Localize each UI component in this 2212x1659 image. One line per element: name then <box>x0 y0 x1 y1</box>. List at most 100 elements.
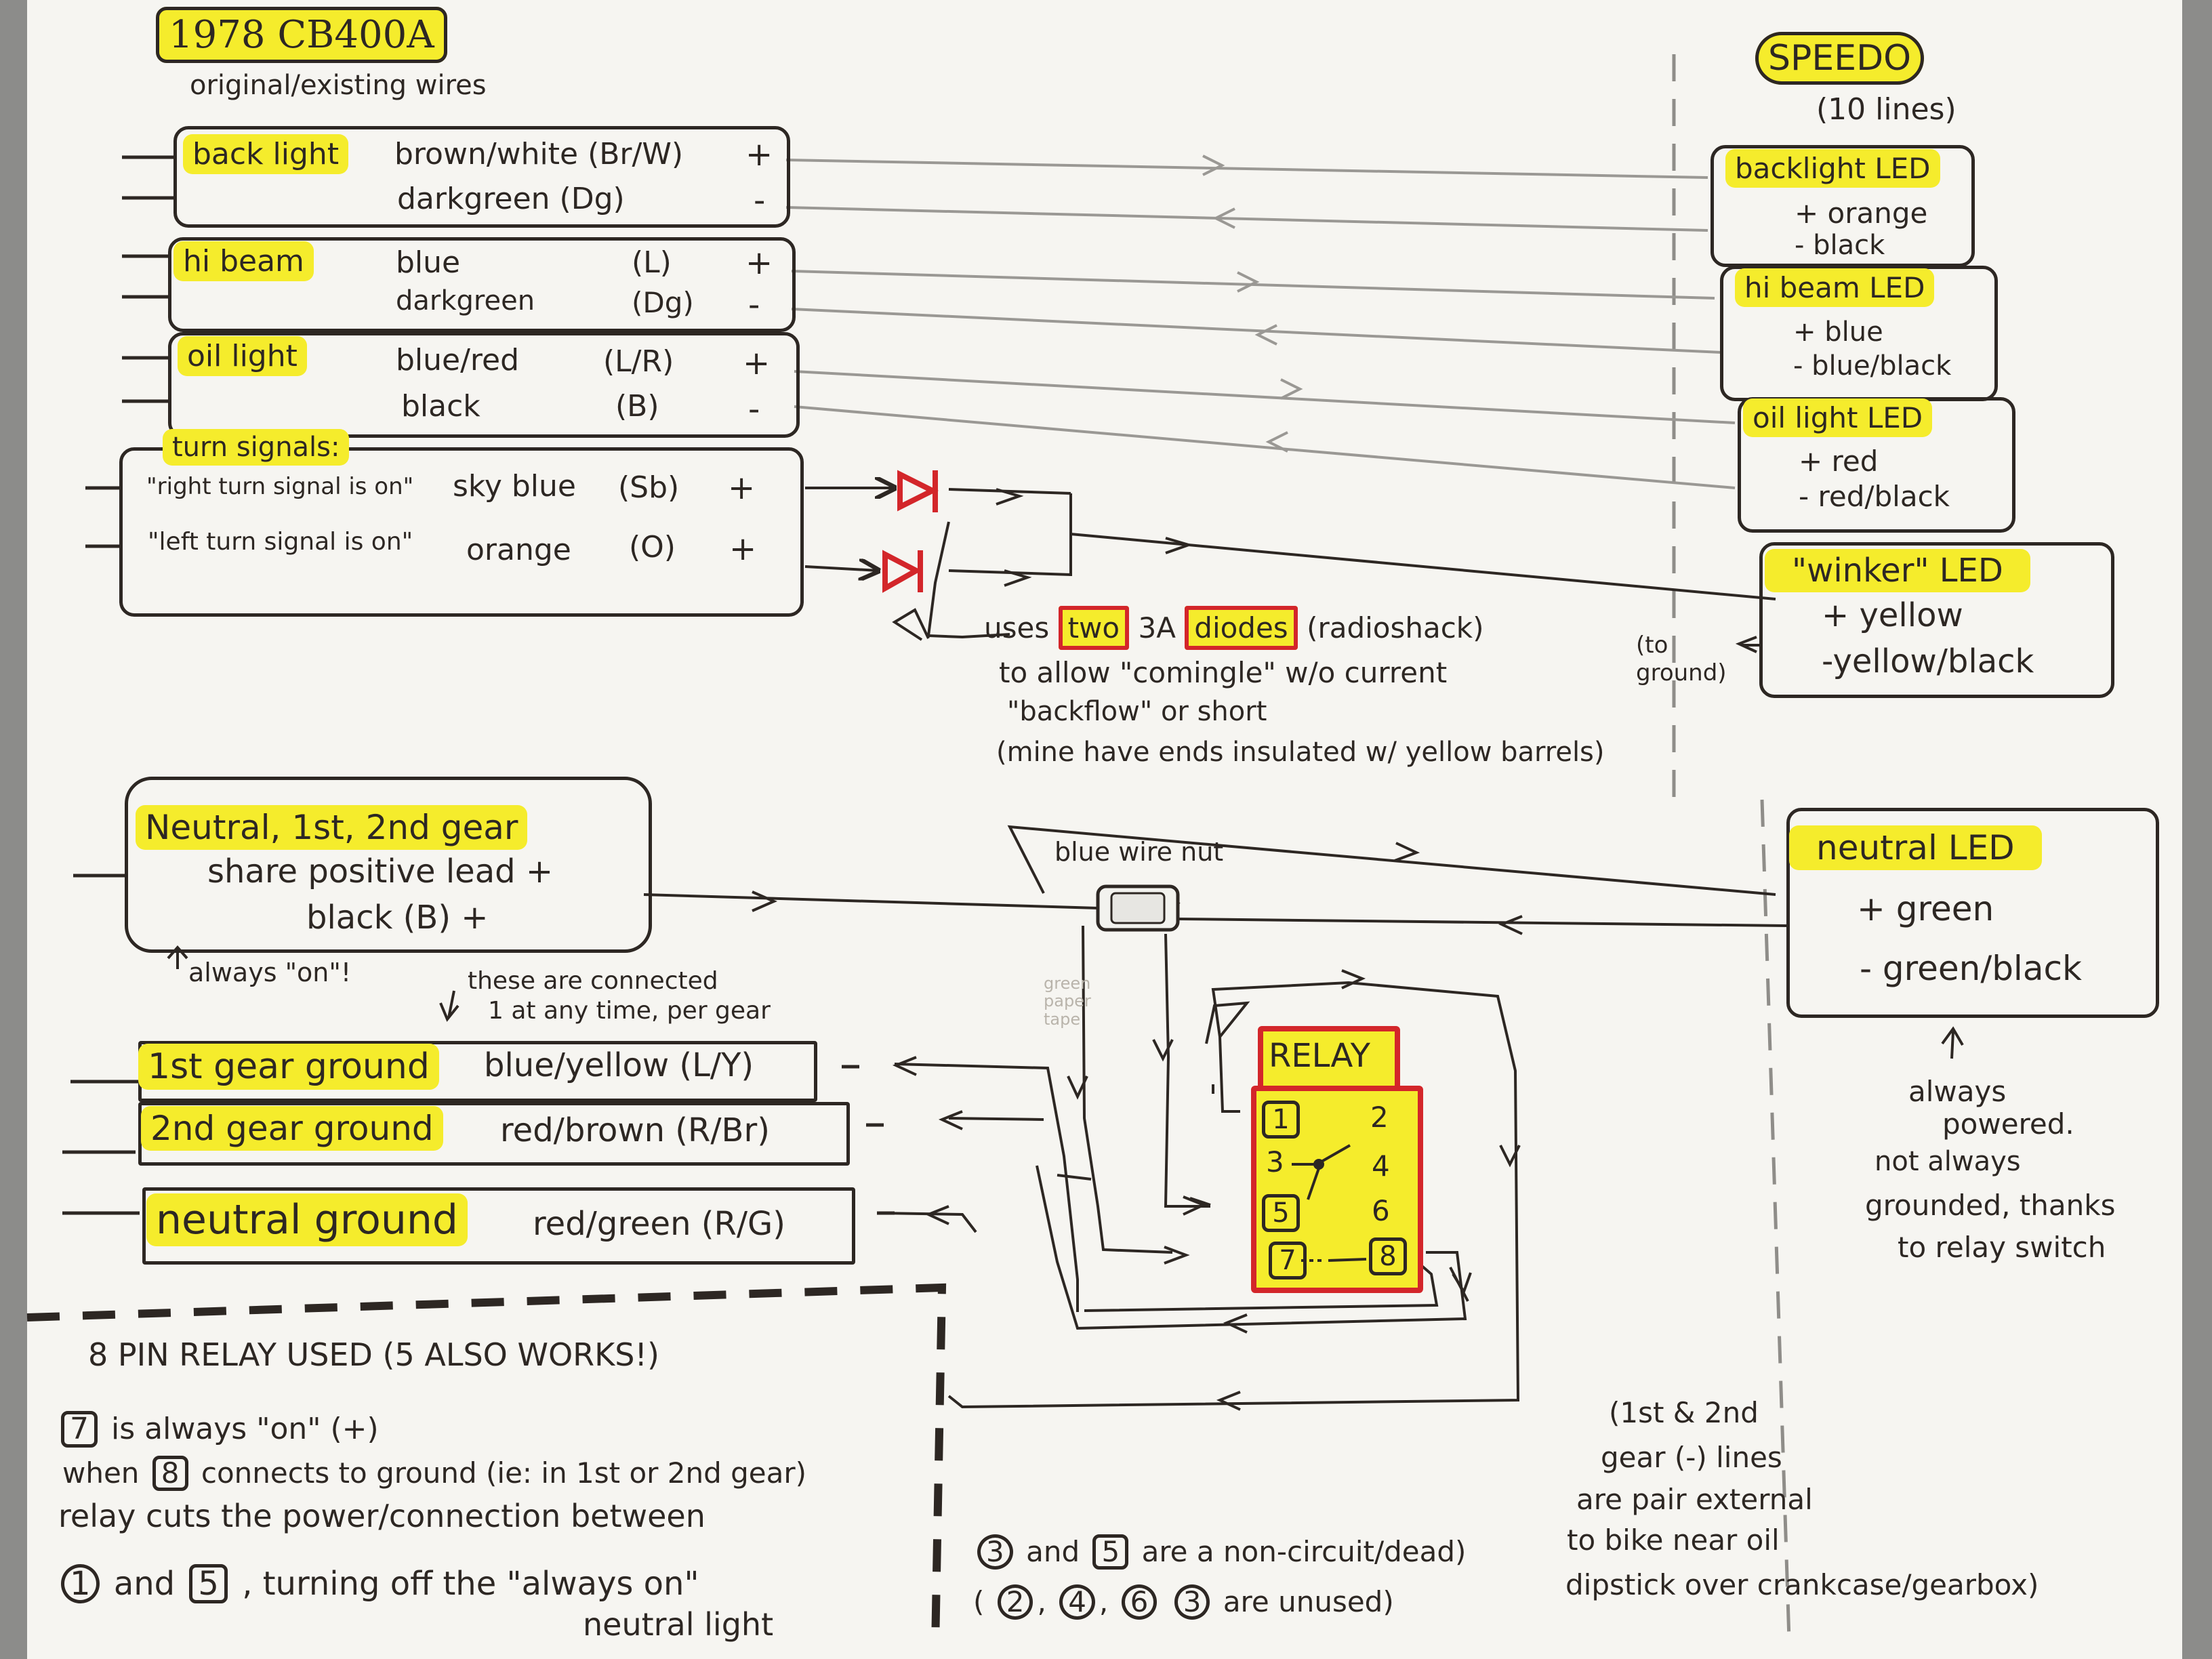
oil-sign-negative: - <box>748 390 760 428</box>
second-gear-ground-label: 2nd gear ground <box>141 1106 443 1151</box>
relay-note-line1: is always "on" (+) <box>111 1412 379 1446</box>
relay-title: RELAY <box>1269 1037 1370 1075</box>
speedo-divider-lower <box>1760 799 1791 1641</box>
hibeam-group <box>168 237 796 332</box>
diode-note-radioshack: (radioshack) <box>1307 611 1484 644</box>
diode-note-line3: "backflow" or short <box>1007 696 1267 727</box>
connected-note-line2: 1 at any time, per gear <box>488 997 771 1025</box>
backlight-led-negative: - black <box>1795 230 1885 261</box>
always-on-note: always "on"! <box>188 958 352 987</box>
second-gear-ground-box <box>138 1102 850 1166</box>
left-turn-sign: + <box>729 530 757 568</box>
oil-wire-positive: blue/red <box>396 343 520 377</box>
powered-note-line2: powered. <box>1942 1107 2074 1141</box>
oil-wire-negative: black <box>401 389 480 424</box>
hibeam-led-negative: - blue/black <box>1793 350 1952 382</box>
backlight-led-positive: + orange <box>1795 197 1928 230</box>
neutral-ground-label: neutral ground <box>146 1193 468 1246</box>
winker-led-box <box>1759 542 2114 698</box>
diagram-title: 1978 CB400A <box>156 7 447 63</box>
unused-note-and: and <box>1026 1535 1080 1568</box>
relay-pin-5: 5 <box>1262 1194 1300 1232</box>
unused-note-pin2: 2 <box>997 1584 1033 1620</box>
backlight-wire-positive: brown/white (Br/W) <box>394 137 684 171</box>
oil-led-label: oil light LED <box>1743 398 1933 437</box>
diode-note-two: two <box>1058 606 1130 650</box>
powered-note-line4: grounded, thanks <box>1865 1189 2116 1222</box>
hibeam-led-positive: + blue <box>1793 316 1883 348</box>
hibeam-wire-positive: blue <box>396 245 461 280</box>
relay-note-when: when <box>62 1456 140 1490</box>
unused-note-pin3b: 3 <box>1174 1584 1210 1620</box>
neutral-group-line3: black (B) + <box>306 899 489 937</box>
neutral-led-negative: - green/black <box>1860 949 2082 988</box>
hibeam-sign-positive: + <box>745 244 773 282</box>
relay-note-border <box>26 1283 947 1647</box>
relay-note-pin8: 8 <box>152 1456 188 1491</box>
connected-note-line1: these are connected <box>468 967 718 995</box>
hibeam-code-positive: (L) <box>632 245 672 280</box>
backlight-sign-negative: - <box>754 182 766 220</box>
neutral-positive-group <box>125 777 652 953</box>
neutral-led-positive: + green <box>1857 889 1994 928</box>
wire-nut-label: blue wire nut <box>1054 837 1224 867</box>
to-ground-note: (to ground) <box>1636 632 1727 687</box>
diode-note-diodes: diodes <box>1185 606 1298 650</box>
oil-label: oil light <box>178 336 307 376</box>
left-turn-code: (O) <box>629 530 676 565</box>
diode-note-line2: to allow "comingle" w/o current <box>999 656 1448 689</box>
neutral-ground-wire: red/green (R/G) <box>533 1205 785 1243</box>
oil-code-negative: (B) <box>615 389 659 424</box>
relay-pin-2: 2 <box>1370 1101 1389 1134</box>
powered-note-line3: not always <box>1875 1146 2021 1177</box>
unused-note-unused: are unused) <box>1223 1585 1394 1618</box>
gear-note-line4: to bike near oil <box>1567 1523 1780 1557</box>
relay-pin-1: 1 <box>1262 1101 1300 1139</box>
diode-note-line4: (mine have ends insulated w/ yellow barr… <box>996 737 1605 768</box>
unused-note-pin5: 5 <box>1092 1534 1129 1570</box>
winker-led-label: "winker" LED <box>1765 549 2030 592</box>
oil-led-negative: - red/black <box>1799 480 1950 513</box>
relay-note-line4: , turning off the "always on" <box>242 1565 699 1603</box>
powered-note-line5: to relay switch <box>1898 1231 2106 1264</box>
left-turn-desc: "left turn signal is on" <box>148 528 413 556</box>
diode-right <box>897 470 939 512</box>
relay-note-pin1: 1 <box>61 1564 100 1603</box>
oil-led-positive: + red <box>1799 445 1879 478</box>
neutral-led-box <box>1786 808 2159 1018</box>
turn-signals-label: turn signals: <box>163 429 350 466</box>
relay-note-line2: connects to ground (ie: in 1st or 2nd ge… <box>201 1456 807 1490</box>
powered-note-line1: always <box>1908 1075 2007 1108</box>
backlight-group <box>173 126 790 228</box>
oil-sign-positive: + <box>743 344 771 382</box>
green-tape-label: green paper tape <box>1044 974 1091 1029</box>
oil-code-positive: (L/R) <box>603 344 674 379</box>
relay-note-title: 8 PIN RELAY USED (5 ALSO WORKS!) <box>88 1336 659 1373</box>
backlight-wire-negative: darkgreen (Dg) <box>397 182 625 216</box>
right-turn-code: (Sb) <box>618 470 680 505</box>
backlight-sign-positive: + <box>745 136 773 173</box>
left-turn-wire: orange <box>466 533 571 567</box>
relay-note-line5: neutral light <box>583 1606 774 1643</box>
relay-note-pin7: 7 <box>61 1411 98 1448</box>
unused-note-dead: are a non-circuit/dead) <box>1141 1535 1467 1568</box>
oil-group <box>168 332 800 438</box>
neutral-led-label: neutral LED <box>1789 825 2042 870</box>
backlight-led-label: backlight LED <box>1725 149 1940 188</box>
backlight-led-box <box>1711 145 1975 267</box>
first-gear-ground-label: 1st gear ground <box>138 1044 439 1090</box>
diode-note-uses: uses <box>984 611 1050 644</box>
hibeam-label: hi beam <box>173 241 314 281</box>
relay-pin-8: 8 <box>1369 1237 1407 1275</box>
turn-signal-group <box>119 447 804 617</box>
hibeam-wire-negative: darkgreen <box>396 285 535 316</box>
hibeam-sign-negative: - <box>748 286 760 324</box>
relay-pin-3: 3 <box>1266 1145 1284 1179</box>
gear-note-line2: gear (-) lines <box>1601 1441 1782 1474</box>
neutral-group-title: Neutral, 1st, 2nd gear <box>136 805 528 850</box>
relay-note-pin5: 5 <box>189 1564 228 1603</box>
first-gear-ground-wire: blue/yellow (L/Y) <box>484 1046 754 1084</box>
speedo-lines-count: (10 lines) <box>1816 92 1957 127</box>
neutral-group-line2: share positive lead + <box>207 853 554 890</box>
diagram-subtitle: original/existing wires <box>190 70 487 101</box>
